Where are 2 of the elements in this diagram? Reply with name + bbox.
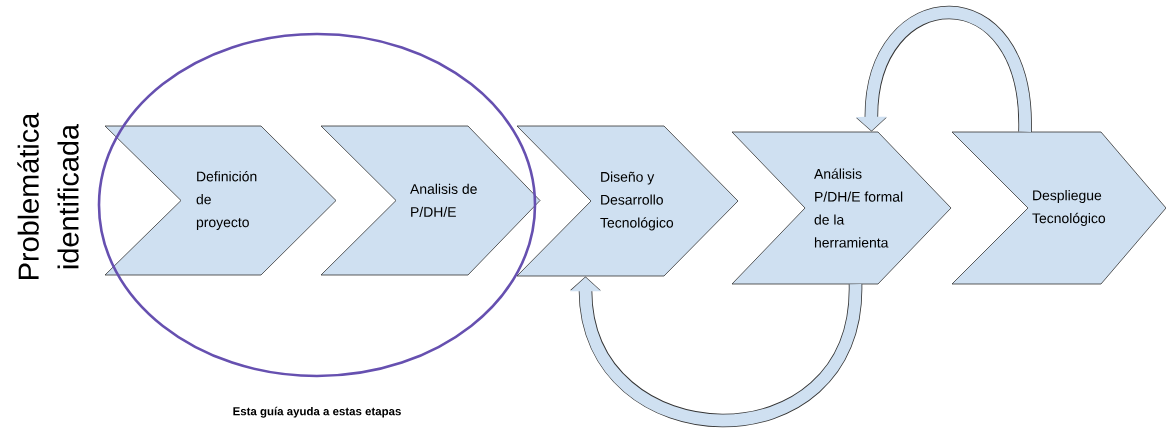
node-label: Esta guía ayuda a estas etapas — [233, 406, 401, 418]
vertical-label: Problemática identificada — [17, 112, 79, 279]
